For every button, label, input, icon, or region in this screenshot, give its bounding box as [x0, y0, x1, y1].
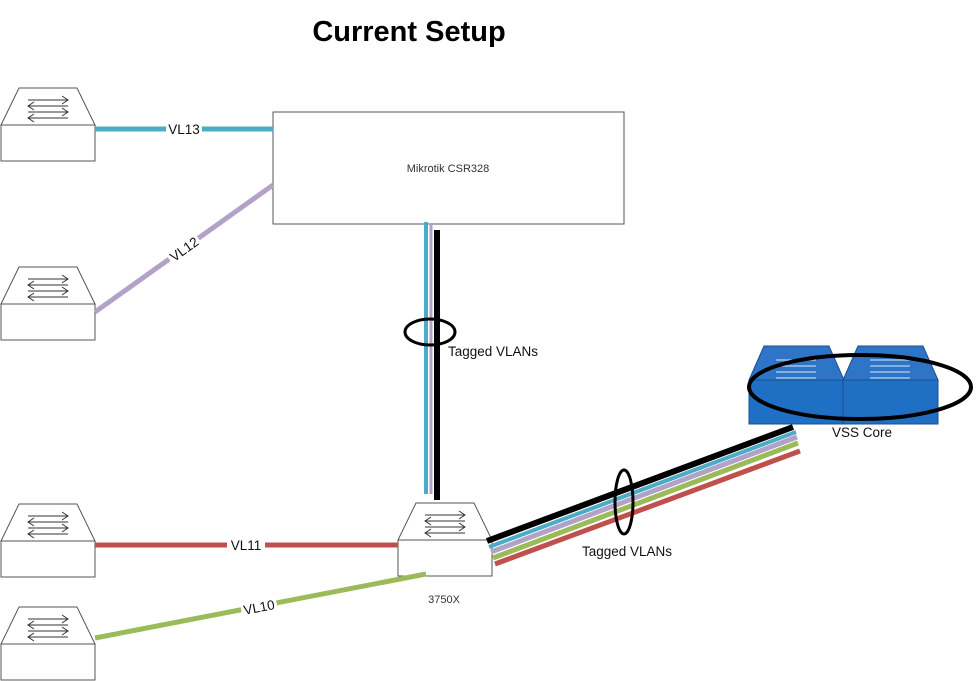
router-label: Mikrotik CSR328	[407, 163, 490, 175]
distribution-switch-label: 3750X	[428, 594, 460, 606]
switch-icon	[1, 607, 95, 680]
trunk-router-label: Tagged VLANs	[448, 344, 538, 359]
core-trunk-vl13-line	[488, 430, 797, 549]
vl10-label: VL10	[242, 597, 276, 618]
vss-ring	[747, 353, 973, 421]
switch-icon	[1, 88, 95, 161]
core-trunk-tagged-line	[485, 424, 795, 544]
core-trunk-vl12-line	[490, 434, 798, 555]
switch-icon	[1, 504, 95, 577]
page-title: Current Setup	[312, 16, 505, 48]
core-trunk-vl11-line	[494, 448, 801, 567]
core-label: VSS Core	[832, 425, 892, 440]
router-box	[272, 111, 625, 225]
vl13-label: VL13	[168, 122, 200, 137]
trunk-bundle-ring	[403, 317, 457, 347]
core-trunk-vl10-line	[492, 440, 799, 561]
core-trunk-bundle-ring	[613, 468, 635, 536]
trunk-core-label: Tagged VLANs	[582, 544, 672, 559]
distribution-switch-icon	[398, 503, 492, 576]
vl11-label: VL11	[231, 538, 262, 553]
switch-icon	[1, 267, 95, 340]
